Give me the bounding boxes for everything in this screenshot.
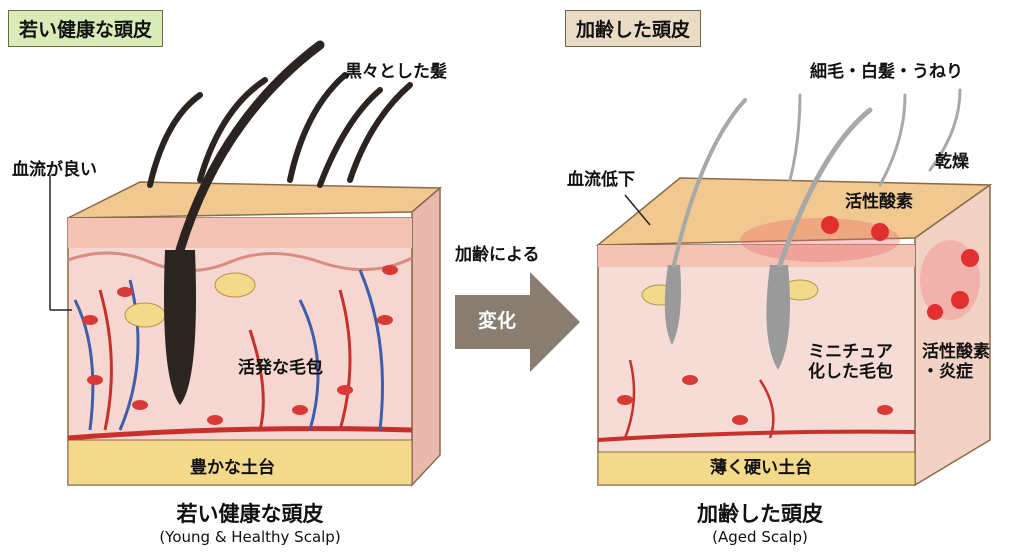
young-scalp-tag: 若い健康な頭皮 <box>8 10 164 47</box>
hair-follicle <box>164 250 196 405</box>
young-scalp-block <box>49 40 442 487</box>
arrow-label: 変化 <box>478 310 517 332</box>
aged-scalp-block <box>595 88 993 487</box>
aged-scalp-tag: 加齢した頭皮 <box>565 10 702 47</box>
label-miniaturized-follicle: ミニチュア 化した毛包 <box>808 342 893 383</box>
label-rich-base: 豊かな土台 <box>190 458 275 478</box>
young-caption: 若い健康な頭皮 (Young & Healthy Scalp) <box>100 498 400 546</box>
artery <box>67 426 413 441</box>
aged-caption-jp: 加齢した頭皮 <box>697 502 823 526</box>
ros-stars <box>821 216 979 320</box>
dark-hairs <box>147 40 413 255</box>
arrow-top-label: 加齢による <box>455 245 540 265</box>
label-good-blood-flow: 血流が良い <box>12 160 97 180</box>
label-active-follicle: 活発な毛包 <box>238 358 323 378</box>
aged-caption: 加齢した頭皮 (Aged Scalp) <box>650 498 870 546</box>
aged-caption-en: (Aged Scalp) <box>712 528 808 546</box>
label-ros: 活性酸素 <box>845 192 913 212</box>
label-dark-hair: 黒々とした髪 <box>345 62 447 82</box>
label-thin-hard-base: 薄く硬い土台 <box>710 458 812 478</box>
label-reduced-blood-flow: 血流低下 <box>567 170 635 190</box>
young-caption-en: (Young & Healthy Scalp) <box>159 528 341 546</box>
change-arrow <box>455 272 580 372</box>
label-thin-gray-wavy: 細毛・白髪・うねり <box>810 62 963 82</box>
red-blood-cells <box>82 265 398 425</box>
label-ros-inflammation: 活性酸素 ・炎症 <box>922 342 990 383</box>
thin-gray-hairs <box>672 88 962 268</box>
veins <box>73 269 384 431</box>
young-caption-jp: 若い健康な頭皮 <box>176 502 324 526</box>
label-dryness: 乾燥 <box>935 152 969 172</box>
